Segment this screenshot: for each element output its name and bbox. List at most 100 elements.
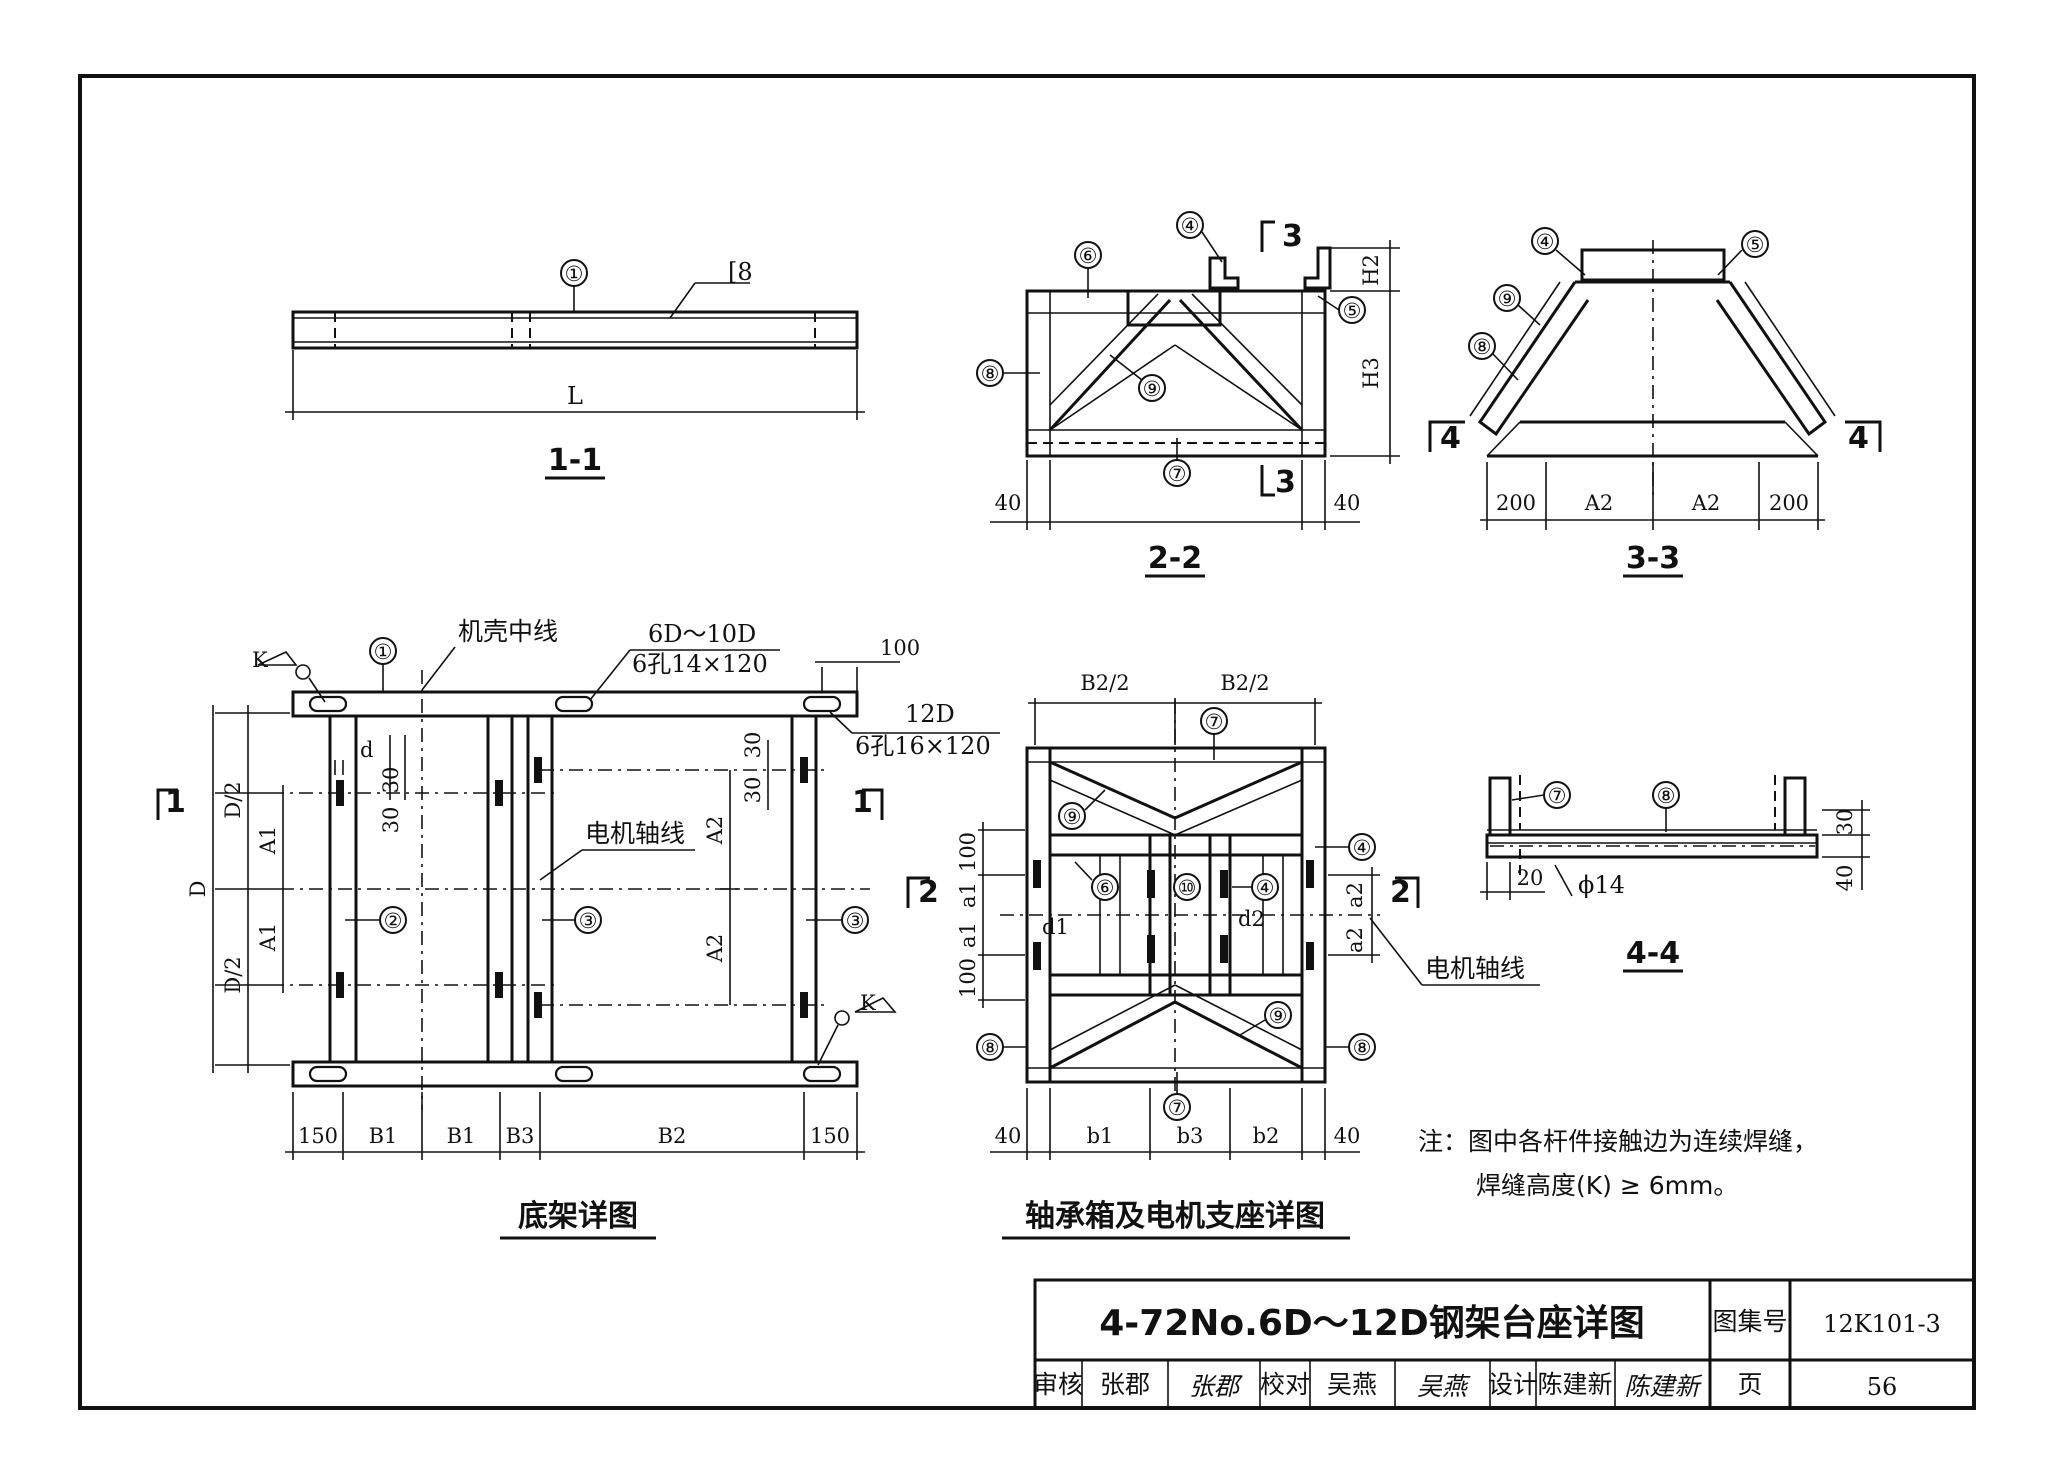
- dim-d-slot: d: [360, 738, 373, 762]
- section-mark-3-top: 3: [1282, 219, 1303, 254]
- page-label: 页: [1737, 1370, 1762, 1399]
- checker-signature: 吴燕: [1417, 1372, 1471, 1401]
- dim-4-4-20: 20: [1517, 866, 1544, 890]
- section-mark-3-bottom: 3: [1275, 465, 1296, 500]
- title-block: 4-72No.6D～12D钢架台座详图 图集号 12K101-3 审核 张郡 张…: [1033, 1278, 1976, 1410]
- dim-a2-bearing-bottom: a2: [1343, 927, 1367, 953]
- dim-d1: d1: [1042, 915, 1069, 939]
- holes-large-model: 12D: [905, 700, 955, 728]
- part-mark-2-base: ②: [384, 909, 403, 933]
- view-2-2: H2 H3 40 40 3 3 ④ ⑥ ⑤ ⑧ ⑨ ⑦ 2-2: [976, 211, 1400, 578]
- section-mark-4-left: 4: [1440, 421, 1461, 456]
- part-mark-3-base-b: ③: [846, 909, 865, 933]
- review-label: 审核: [1033, 1370, 1083, 1399]
- atlas-label: 图集号: [1712, 1307, 1787, 1336]
- dim-30-a: 30: [379, 767, 403, 794]
- center-line-label: 机壳中线: [458, 617, 558, 646]
- dim-h3: H3: [1359, 357, 1383, 389]
- dim-3-3-200-left: 200: [1496, 491, 1536, 515]
- caption-3-3: 3-3: [1626, 541, 1680, 576]
- part-mark-5-3-3: ⑤: [1746, 233, 1765, 257]
- dim-100-base: 100: [880, 636, 920, 660]
- view-1-1: ① [8 L 1-1: [285, 258, 865, 480]
- part-mark-9-3-3: ⑨: [1498, 287, 1517, 311]
- part-mark-8-bearing-right: ⑧: [1353, 1036, 1372, 1060]
- part-mark-1-base: ①: [374, 640, 393, 664]
- dim-base-150-left: 150: [298, 1124, 338, 1148]
- note-line-2: 焊缝高度(K) ≥ 6mm。: [1476, 1171, 1738, 1200]
- dim-b2-half-right: B2/2: [1220, 671, 1269, 695]
- part-mark-8-2-2: ⑧: [981, 362, 1000, 386]
- dim-3-3-a2-right: A2: [1691, 491, 1721, 515]
- dim-2-2-right: 40: [1334, 491, 1361, 515]
- dim-30-d: 30: [741, 777, 765, 804]
- part-mark-10-bearing: ⑩: [1178, 876, 1197, 900]
- caption-base-frame: 底架详图: [518, 1199, 638, 1234]
- design-label: 设计: [1488, 1370, 1538, 1399]
- holes-large-spec: 6孔16×120: [855, 732, 991, 760]
- dim-4-4-30: 30: [1833, 809, 1857, 836]
- dim-d2-top: D/2: [221, 781, 245, 818]
- checker-name: 吴燕: [1327, 1370, 1377, 1399]
- caption-4-4: 4-4: [1626, 936, 1680, 971]
- page-number: 56: [1867, 1373, 1898, 1401]
- part-mark-7-2-2: ⑦: [1168, 462, 1187, 486]
- check-label: 校对: [1260, 1370, 1310, 1399]
- part-mark-4-3-3: ④: [1536, 230, 1555, 254]
- dim-a2-bearing-top: a2: [1343, 882, 1367, 908]
- section-mark-1-left: 1: [165, 785, 186, 820]
- part-mark-7-bearing-bottom: ⑦: [1168, 1096, 1187, 1120]
- part-mark-3-base-a: ③: [579, 909, 598, 933]
- reviewer-signature: 张郡: [1189, 1372, 1243, 1401]
- dim-base-b2: B2: [658, 1124, 687, 1148]
- caption-2-2: 2-2: [1148, 541, 1202, 576]
- part-mark-4-2-2: ④: [1181, 214, 1200, 238]
- hole-phi-14: ϕ14: [1578, 871, 1625, 899]
- dim-a2-base-top: A2: [703, 816, 727, 846]
- view-base-frame: 机壳中线 ① 6D～10D 6孔14×120 12D 6孔16×120 100 …: [156, 617, 1000, 1240]
- view-3-3: ④ ⑤ ⑨ ⑧ 4 4 200 A2 A2 200 3-3: [1428, 227, 1882, 578]
- part-mark-9-bearing-bottom: ⑨: [1269, 1004, 1288, 1028]
- designer-signature: 陈建新: [1624, 1372, 1702, 1401]
- dim-base-150-right: 150: [810, 1124, 850, 1148]
- part-mark-1: ①: [565, 262, 584, 286]
- dim-d2-hole: d2: [1238, 907, 1265, 931]
- dim-4-4-40: 40: [1833, 865, 1857, 892]
- dim-bearing-40-left: 40: [995, 1124, 1022, 1148]
- sheet-frame: [78, 74, 1976, 1410]
- weld-k-top: K: [252, 648, 268, 672]
- part-mark-6-bearing: ⑥: [1096, 876, 1115, 900]
- section-mark-2-right: 2: [1390, 875, 1411, 910]
- drawing-title: 4-72No.6D～12D钢架台座详图: [1099, 1303, 1645, 1344]
- section-mark-2-left: 2: [918, 875, 939, 910]
- part-mark-9-bearing-top: ⑨: [1063, 805, 1082, 829]
- dim-h2: H2: [1359, 254, 1383, 286]
- holes-small-spec: 6孔14×120: [632, 650, 768, 678]
- view-4-4: ⑦ ⑧ 30 40 20 ϕ14 4-4: [1480, 775, 1870, 973]
- dim-3-3-a2-left: A2: [1584, 491, 1614, 515]
- dim-bearing-b2: b2: [1253, 1124, 1280, 1148]
- weld-k-bottom: K: [860, 991, 876, 1015]
- dim-100-bearing-bottom: 100: [956, 958, 980, 998]
- note-line-1: 注：图中各杆件接触边为连续焊缝，: [1418, 1127, 1818, 1156]
- dim-3-3-200-right: 200: [1769, 491, 1809, 515]
- dim-a1-bearing-top: a1: [956, 882, 980, 908]
- dim-bearing-40-right: 40: [1334, 1124, 1361, 1148]
- motor-axis-label-bearing: 电机轴线: [1425, 954, 1525, 983]
- designer-name: 陈建新: [1537, 1370, 1612, 1399]
- atlas-number: 12K101-3: [1823, 1310, 1941, 1338]
- dim-d: D: [186, 881, 210, 898]
- motor-axis-label-base: 电机轴线: [585, 819, 685, 848]
- dim-2-2-left: 40: [995, 491, 1022, 515]
- dim-a1-bearing-bottom: a1: [956, 922, 980, 948]
- part-mark-9-2-2: ⑨: [1143, 377, 1162, 401]
- dim-base-b1-b: B1: [447, 1124, 476, 1148]
- dim-a2-base-bottom: A2: [703, 934, 727, 964]
- dim-l: L: [567, 382, 583, 410]
- part-mark-8-4-4: ⑧: [1657, 784, 1676, 808]
- dim-a1-bottom: A1: [256, 923, 280, 953]
- dim-30-c: 30: [741, 732, 765, 759]
- dim-bearing-b3: b3: [1177, 1124, 1204, 1148]
- section-mark-1-right: 1: [852, 785, 873, 820]
